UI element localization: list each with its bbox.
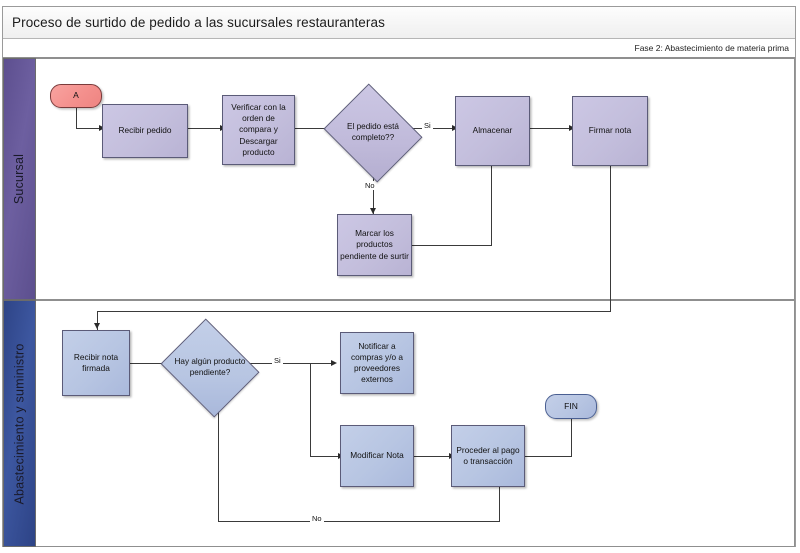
connector-no-bottom-right [218, 521, 500, 522]
phase-bar: Fase 2: Abastecimiento de materia prima [3, 39, 795, 58]
phase-label: Fase 2: Abastecimiento de materia prima [634, 43, 790, 53]
connector-no-bottom-up [499, 483, 500, 521]
connector-proceder-up [571, 419, 572, 456]
node-notificar-compras-label: Notificar a compras y/o a proveedores ex… [350, 340, 404, 385]
connector-firmar-down [610, 166, 611, 311]
swimlane-header-sucursal: Sucursal [3, 58, 36, 300]
node-firmar-nota[interactable]: Firmar nota [572, 96, 648, 166]
connector-firmar-left [97, 311, 611, 312]
node-recibir-nota-firmada-label: Recibir nota firmada [73, 351, 119, 373]
node-verificar-orden[interactable]: Verificar con la orden de compara y Desc… [222, 95, 295, 165]
swimlane-body-abastecimiento [36, 300, 795, 547]
diagram-title-bar: Proceso de surtido de pedido a las sucur… [3, 7, 795, 39]
node-firmar-nota-label: Firmar nota [588, 125, 632, 136]
connector-firmar-down2 [97, 311, 98, 330]
node-modificar-nota[interactable]: Modificar Nota [340, 425, 414, 487]
node-start-a[interactable]: A [50, 84, 102, 108]
node-recibir-pedido[interactable]: Recibir pedido [102, 104, 188, 158]
connector-si-drop [310, 363, 311, 456]
node-proceder-pago[interactable]: Proceder al pago o transacción [451, 425, 525, 487]
connector-modificar-proceder [414, 456, 450, 457]
connector-a-right [76, 128, 100, 129]
arrowhead-to-notificar [331, 359, 337, 366]
edge-label-no-top: No [363, 181, 377, 190]
node-verificar-orden-label: Verificar con la orden de compara y Desc… [231, 102, 286, 157]
edge-label-si-bottom: Si [272, 356, 283, 365]
connector-recibirnota-decision [130, 363, 172, 364]
node-marcar-productos[interactable]: Marcar los productos pendiente de surtir [337, 214, 412, 276]
edge-label-no-bottom: No [310, 514, 324, 523]
connector-marcar-up [491, 166, 492, 245]
node-start-a-label: A [73, 90, 79, 101]
node-marcar-productos-label: Marcar los productos pendiente de surtir [340, 228, 409, 261]
page-title: Proceso de surtido de pedido a las sucur… [12, 15, 385, 30]
connector-decision-no-bottom-down [218, 400, 219, 521]
node-recibir-pedido-label: Recibir pedido [118, 125, 172, 136]
node-fin-label: FIN [564, 400, 578, 411]
swimlane-header-abastecimiento: Abastecimiento y suministro [3, 300, 36, 547]
node-almacenar-label: Almacenar [472, 125, 513, 136]
connector-proceder-right [525, 456, 572, 457]
connector-decision-no-down [373, 165, 374, 215]
node-recibir-nota-firmada[interactable]: Recibir nota firmada [62, 330, 130, 396]
swimlane-body-sucursal [36, 58, 795, 300]
node-notificar-compras[interactable]: Notificar a compras y/o a proveedores ex… [340, 332, 414, 394]
connector-a-down [76, 108, 77, 128]
swimlane-label-abastecimiento: Abastecimiento y suministro [12, 342, 27, 505]
swimlane-label-sucursal: Sucursal [12, 153, 27, 205]
connector-recibir-verificar [188, 128, 221, 129]
node-modificar-nota-label: Modificar Nota [350, 450, 404, 461]
arrowhead-to-recibir-nota [93, 323, 100, 329]
arrowhead-to-marcar-productos [369, 208, 376, 214]
connector-marcar-right [412, 245, 492, 246]
connector-almacenar-firmar [530, 128, 570, 129]
edge-label-si-top: Si [422, 121, 433, 130]
node-decision-producto-pendiente[interactable]: Hay algún producto pendiente? [160, 318, 260, 418]
connector-si-to-modificar [310, 456, 339, 457]
node-fin[interactable]: FIN [545, 394, 597, 419]
connector-decision-si-bottom [248, 363, 332, 364]
node-decision-pedido-completo[interactable]: El pedido está completo?? [323, 83, 423, 183]
connector-verificar-decision [295, 128, 335, 129]
node-proceder-pago-label: Proceder al pago o transacción [456, 444, 520, 466]
node-almacenar[interactable]: Almacenar [455, 96, 530, 166]
